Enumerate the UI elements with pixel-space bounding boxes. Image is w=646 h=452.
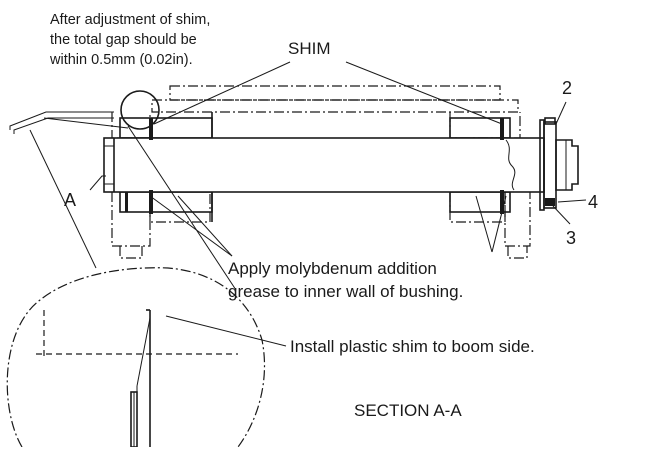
end-plate [543,121,557,209]
shim-leader-right [345,61,503,125]
left-outer-shim [125,192,128,212]
adjust-note-line-2: the total gap should be [50,32,197,48]
detail-connector-left [29,129,97,269]
shim-label: SHIM [288,39,331,58]
left-upper-shim [149,118,153,140]
grease-leader-2 [177,195,233,257]
callout-3: 3 [566,228,576,248]
install-note: Install plastic shim to boom side. [290,337,535,356]
adjust-note-line-3: within 0.5mm (0.02in). [49,52,193,68]
detail-connector-top [43,117,129,129]
callout-2-leader [555,101,567,125]
upper-phantom-plate [151,99,519,113]
grease-note-line-1: Apply molybdenum addition [228,259,437,278]
adjust-note-line-1: After adjustment of shim, [50,12,210,28]
callout-4-leader [557,199,587,203]
section-arrow [9,111,237,291]
leader-lines [89,61,587,347]
right-upper-shim [500,118,504,140]
annotations: After adjustment of shim, the total gap … [49,12,598,420]
lock-nut [545,198,555,206]
shims [125,118,504,214]
end-fastener [539,117,579,211]
grease-leader-3 [475,195,493,253]
pin [103,137,545,193]
detail-boundary [6,267,266,448]
right-lower-foot [507,246,528,259]
top-phantom-plate [169,85,501,101]
left-lower-bushing [119,191,213,213]
pin-break-line [505,139,516,191]
phantom-outlines [111,85,531,259]
pin-body [103,137,545,193]
section-arrow-outer [9,111,114,130]
left-lower-foot [119,246,143,259]
install-leader [165,315,287,347]
grease-note-line-2: grease to inner wall of bushing. [228,282,463,301]
end-washer [539,119,545,211]
callout-4: 4 [588,192,598,212]
section-arrow-inner [13,117,114,134]
top-bolt [544,117,556,125]
left-lower-bracket [111,192,151,247]
right-lower-bracket [504,192,531,247]
left-upper-bracket [111,112,151,139]
callout-3-leader [552,205,571,225]
grease-leader-1 [149,195,233,257]
detail-circle [120,90,160,130]
callout-a-leader [89,175,106,191]
right-lower-shim [500,190,504,214]
callout-a: A [64,190,76,210]
shim-slope [136,317,151,387]
left-lower-shim [149,190,153,214]
section-detail [6,267,266,448]
shim-leader-left [153,61,291,125]
grease-leader-4 [491,195,507,253]
section-title: SECTION A-A [354,401,462,420]
detail-connector-right [127,125,237,291]
bolt-head [555,139,579,191]
right-inner-boss [449,192,506,223]
callout-2: 2 [562,78,572,98]
